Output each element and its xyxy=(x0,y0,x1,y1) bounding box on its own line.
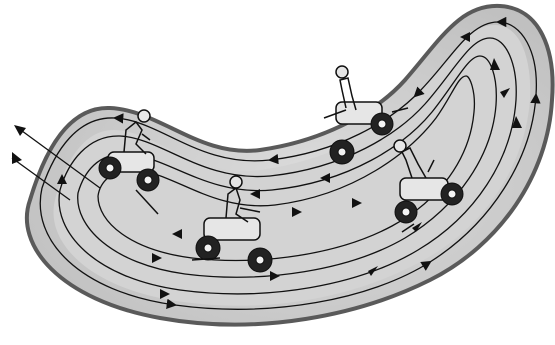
riding-loops xyxy=(39,16,541,310)
direction-arrow-icon xyxy=(160,289,170,299)
loop-2 xyxy=(58,37,517,295)
direction-arrow-icon xyxy=(490,58,500,70)
atv-rider-1 xyxy=(98,109,160,215)
direction-arrow-icon xyxy=(352,198,362,208)
direction-arrow-icon xyxy=(368,266,378,276)
direction-arrow-icon xyxy=(292,207,302,217)
direction-arrow-icon xyxy=(250,189,260,199)
atv-rider-icon xyxy=(393,139,464,233)
loop-outer xyxy=(39,16,541,310)
direction-arrow-icon xyxy=(57,174,67,184)
direction-arrow-icon xyxy=(172,229,182,239)
direction-arrow-icon xyxy=(460,32,470,42)
direction-arrow-icon xyxy=(14,125,26,136)
direction-arrow-icon xyxy=(320,173,330,183)
direction-arrow-icon xyxy=(152,253,162,263)
atv-rider-icon xyxy=(98,109,160,215)
entry-exit-arrows xyxy=(11,125,101,201)
atv-rider-3 xyxy=(323,65,409,165)
loop-3 xyxy=(77,55,497,278)
direction-arrow-icon xyxy=(512,116,522,128)
atv-rider-2 xyxy=(191,175,273,273)
loop-inner xyxy=(97,75,476,262)
atv-rider-icon xyxy=(323,65,409,165)
atv-rider-icon xyxy=(191,175,273,273)
atv-rider-4 xyxy=(393,139,464,233)
direction-arrow-icon xyxy=(412,222,422,232)
direction-arrow-icon xyxy=(12,152,22,164)
direction-arrow-icon xyxy=(270,271,280,281)
direction-arrows xyxy=(57,32,522,299)
direction-arrow-icon xyxy=(500,88,510,98)
